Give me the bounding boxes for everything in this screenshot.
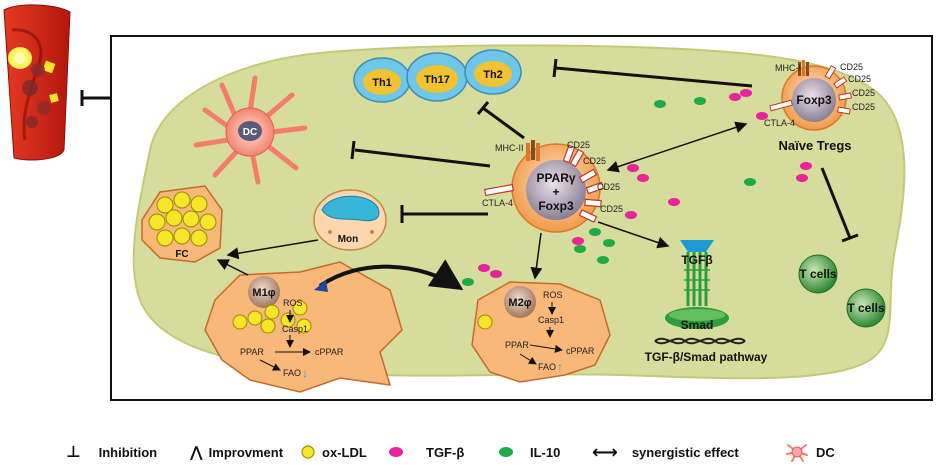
- inhibition-lines: [350, 58, 859, 243]
- svg-text:T cells: T cells: [847, 301, 885, 315]
- svg-text:Foxp3: Foxp3: [796, 93, 832, 107]
- svg-text:Th2: Th2: [483, 69, 503, 81]
- blood-vessel-illustration: [3, 4, 71, 161]
- m1-to-m2-arrow: [318, 259, 464, 291]
- legend-dc-label: DC: [816, 444, 835, 460]
- synergy-symbol: ⟷: [592, 441, 618, 462]
- legend-tgfb-label: TGF-β: [426, 444, 465, 460]
- tgfb-receptor: TGFβ: [680, 240, 714, 306]
- svg-text:Casp1: Casp1: [282, 324, 308, 334]
- monocyte: Mon: [313, 189, 387, 251]
- legend-il10: IL-10: [496, 442, 560, 462]
- legend-tgfb: TGF-β: [386, 442, 464, 462]
- svg-text:Casp1: Casp1: [538, 315, 564, 325]
- foam-cell: FC: [141, 185, 223, 263]
- legend-oxldl-label: ox-LDL: [322, 444, 367, 460]
- svg-text:CD25: CD25: [600, 204, 623, 214]
- il10-dots: [462, 97, 756, 286]
- legend-inhibition: ⊥ Inhibition: [66, 442, 157, 462]
- svg-text:CD25: CD25: [583, 156, 606, 166]
- tgf-smad-pathway-label: TGF-β/Smad pathway: [645, 350, 768, 364]
- legend-improvement: ⋀ Improvment: [190, 442, 283, 462]
- legend-inhibition-label: Inhibition: [98, 444, 158, 460]
- t-cell-1: T cells: [798, 254, 838, 294]
- svg-text:FAO: FAO: [538, 362, 556, 372]
- legend-dc: DC: [784, 442, 835, 462]
- svg-text:FC: FC: [175, 249, 188, 260]
- il10-swatch: [499, 447, 513, 457]
- m2-macrophage: M2φ ROS Casp1 PPAR cPPAR FAO ↑: [471, 281, 611, 383]
- inhibition-vessel: [80, 90, 110, 106]
- legend-il10-label: IL-10: [530, 444, 561, 460]
- svg-text:Smad: Smad: [681, 318, 714, 332]
- svg-text:cPPAR: cPPAR: [566, 346, 595, 356]
- dendritic-cell: DC: [193, 75, 308, 185]
- improvement-symbol: ⋀: [190, 444, 203, 461]
- svg-text:CTLA-4: CTLA-4: [482, 198, 513, 208]
- svg-text:Th1: Th1: [372, 77, 392, 89]
- svg-text:PPAR: PPAR: [240, 347, 264, 357]
- svg-text:DC: DC: [243, 127, 257, 138]
- th2-cell: Th2: [464, 49, 522, 95]
- svg-text:M2φ: M2φ: [508, 297, 531, 309]
- svg-text:CD25: CD25: [852, 88, 875, 98]
- legend-improvement-label: Improvment: [208, 444, 284, 460]
- dna-helix: [654, 337, 746, 345]
- th17-cell: Th17: [406, 52, 468, 102]
- svg-text:CTLA-4: CTLA-4: [764, 118, 795, 128]
- legend-oxldl: ox-LDL: [300, 442, 367, 462]
- legend-synergy: ⟷ synergistic effect: [592, 442, 739, 462]
- svg-text:TGFβ: TGFβ: [681, 253, 712, 267]
- svg-text:M1φ: M1φ: [252, 287, 275, 299]
- svg-text:MHC-II: MHC-II: [495, 143, 524, 153]
- mhc-receptor: [526, 140, 540, 161]
- smad-protein: Smad: [665, 307, 729, 332]
- tgfb-swatch: [389, 447, 403, 457]
- th1-cell: Th1: [353, 57, 411, 103]
- inhibition-symbol: ⊥: [66, 444, 81, 461]
- svg-text:CD25: CD25: [567, 140, 590, 150]
- svg-text:ROS: ROS: [543, 290, 563, 300]
- svg-text:T cells: T cells: [799, 267, 837, 281]
- svg-text:Foxp3: Foxp3: [538, 199, 574, 213]
- naive-treg-cell: MHC-I CD25 CD25 CD25 CD25 CTLA-4 Foxp3 N…: [764, 60, 875, 153]
- svg-text:CD25: CD25: [852, 102, 875, 112]
- t-cell-2: T cells: [846, 288, 886, 328]
- svg-text:PPARγ: PPARγ: [536, 171, 575, 185]
- svg-text:CD25: CD25: [597, 182, 620, 192]
- svg-text:CD25: CD25: [848, 74, 871, 84]
- svg-text:ROS: ROS: [283, 298, 303, 308]
- svg-text:↓: ↓: [302, 366, 308, 380]
- svg-text:Mon: Mon: [338, 234, 359, 245]
- svg-text:cPPAR: cPPAR: [315, 347, 344, 357]
- legend-synergy-label: synergistic effect: [631, 444, 739, 460]
- svg-text:+: +: [552, 185, 559, 199]
- arrows: [216, 121, 748, 280]
- svg-text:CD25: CD25: [840, 62, 863, 72]
- svg-text:MHC-I: MHC-I: [775, 63, 801, 73]
- m1-macrophage: M1φ ROS Casp1 PPAR cPPAR FAO ↓: [204, 261, 403, 393]
- svg-text:↑: ↑: [557, 360, 563, 374]
- oxldl-swatch: [301, 445, 315, 459]
- dc-icon: [786, 444, 808, 462]
- svg-text:FAO: FAO: [283, 368, 301, 378]
- svg-text:PPAR: PPAR: [505, 340, 529, 350]
- central-treg-cell: MHC-II CD25 CD25 CD25 CD25 CTLA-4 PPARγ …: [482, 140, 623, 233]
- svg-text:Th17: Th17: [424, 74, 450, 86]
- svg-text:Naïve Tregs: Naïve Tregs: [779, 138, 852, 153]
